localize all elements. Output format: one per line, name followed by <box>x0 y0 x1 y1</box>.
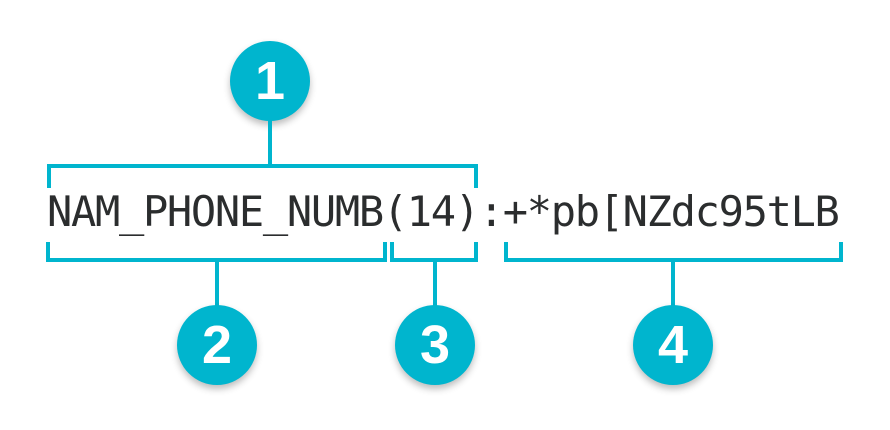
callout-3-badge: 3 <box>395 305 475 385</box>
callout-4-badge: 4 <box>633 305 713 385</box>
callout-1-number: 1 <box>254 51 286 111</box>
callout-1-bracket <box>47 164 478 188</box>
callout-3-connector-line <box>433 262 437 306</box>
callout-4-number: 4 <box>657 315 689 375</box>
callout-3-number: 3 <box>419 315 451 375</box>
callout-1-badge: 1 <box>230 41 310 121</box>
callout-2-badge: 2 <box>177 305 257 385</box>
callout-3-bracket <box>390 242 478 262</box>
callout-4-bracket <box>504 242 843 262</box>
callout-1-connector-line <box>268 119 272 164</box>
callout-2-number: 2 <box>201 315 233 375</box>
callout-4-connector-line <box>671 262 675 306</box>
callout-2-connector-line <box>215 262 219 306</box>
token-string: NAM_PHONE_NUMB(14):+*pb[NZdc95tLB <box>47 187 840 236</box>
callout-2-bracket <box>46 242 387 262</box>
